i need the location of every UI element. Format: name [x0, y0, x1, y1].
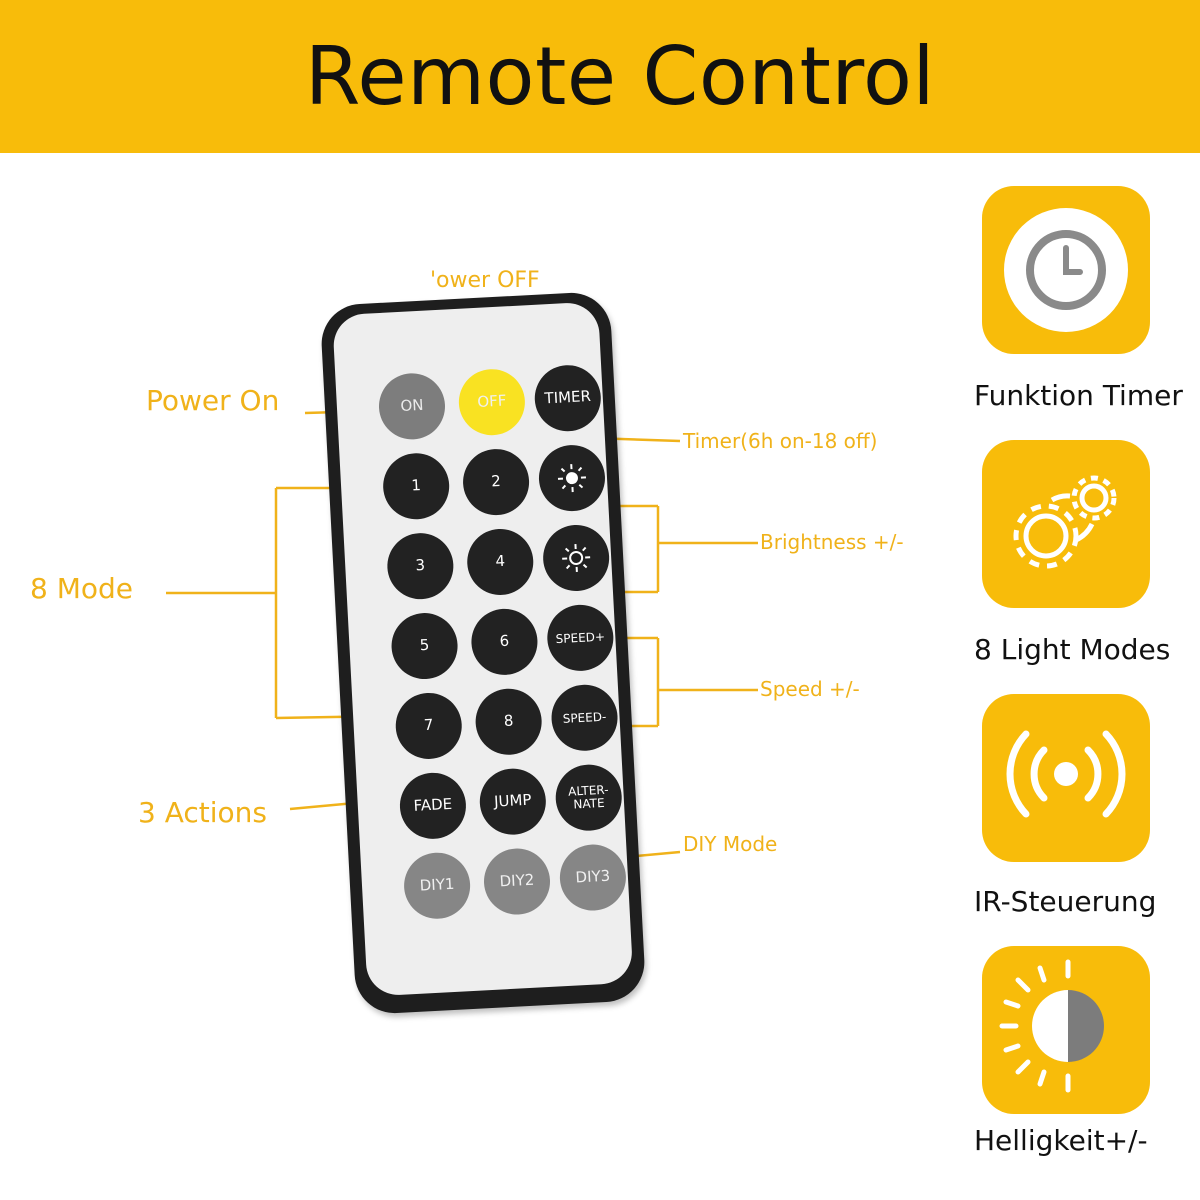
fade-button[interactable]: FADE — [398, 771, 468, 841]
mode-2-label: 2 — [490, 471, 502, 491]
mode-1-label: 1 — [410, 476, 422, 495]
ir-tile — [982, 694, 1150, 862]
remote-face: ON OFF TIMER 1 2 3 4 — [332, 301, 634, 997]
modes-tile-label: 8 Light Modes — [974, 633, 1171, 666]
on-label: ON — [399, 395, 424, 416]
mode-5-label: 5 — [419, 635, 430, 655]
speed-up-label: SPEED+ — [555, 629, 606, 646]
timer-tile — [982, 186, 1150, 354]
brightness-down-button[interactable] — [541, 523, 611, 593]
speed-down-button[interactable]: SPEED- — [549, 683, 620, 753]
mode-7-button[interactable]: 7 — [394, 691, 464, 761]
diy3-label: DIY3 — [575, 866, 611, 887]
modes-tile — [982, 440, 1150, 608]
page-title: Remote Control — [304, 30, 936, 123]
mode-callout: 8 Mode — [30, 572, 134, 605]
alternate-button[interactable]: ALTER- NATE — [554, 762, 624, 833]
mode-8-button[interactable]: 8 — [473, 687, 544, 757]
off-button[interactable]: OFF — [457, 367, 527, 437]
brightness-up-button[interactable] — [537, 443, 607, 513]
actions-callout: 3 Actions — [138, 796, 267, 829]
mode-1-button[interactable]: 1 — [381, 451, 451, 521]
speed-callout: Speed +/- — [760, 677, 860, 701]
diy2-label: DIY2 — [499, 870, 535, 891]
sun-half-icon — [999, 959, 1104, 1093]
power-off-callout: 'ower OFF — [430, 268, 540, 293]
mode-3-button[interactable]: 3 — [385, 531, 456, 601]
signal-waves-icon — [1006, 730, 1126, 818]
diy1-label: DIY1 — [419, 874, 455, 895]
jump-button[interactable]: JUMP — [478, 766, 548, 837]
diy2-button[interactable]: DIY2 — [482, 846, 552, 917]
mode-4-label: 4 — [494, 551, 506, 571]
alternate-label-line2: NATE — [573, 795, 605, 812]
mode-6-button[interactable]: 6 — [469, 607, 540, 677]
timer-callout: Timer(6h on-18 off) — [683, 429, 878, 453]
on-button[interactable]: ON — [377, 371, 447, 442]
diy1-button[interactable]: DIY1 — [402, 851, 472, 921]
brightness-callout: Brightness +/- — [760, 530, 904, 554]
mode-5-button[interactable]: 5 — [389, 611, 460, 681]
diy-callout: DIY Mode — [683, 832, 778, 856]
brightness-up-icon — [557, 464, 587, 493]
power-on-callout: Power On — [146, 384, 280, 417]
speed-up-button[interactable]: SPEED+ — [545, 603, 616, 673]
remote-control: ON OFF TIMER 1 2 3 4 — [319, 290, 647, 1016]
mode-3-label: 3 — [415, 556, 426, 575]
jump-label: JUMP — [493, 790, 532, 811]
mode-7-label: 7 — [423, 715, 434, 735]
timer-label: TIMER — [544, 387, 592, 408]
diy3-button[interactable]: DIY3 — [558, 842, 628, 913]
ir-tile-label: IR-Steuerung — [974, 885, 1157, 918]
timer-tile-label: Funktion Timer — [974, 379, 1183, 412]
off-label: OFF — [476, 391, 507, 412]
speed-down-label: SPEED- — [562, 709, 607, 726]
mode-8-label: 8 — [503, 711, 514, 731]
gears-icon — [1013, 475, 1117, 569]
brightness-down-icon — [562, 543, 591, 573]
mode-4-button[interactable]: 4 — [465, 527, 535, 597]
clock-icon — [1004, 208, 1128, 332]
brightness-tile-label: Helligkeit+/- — [974, 1124, 1148, 1157]
mode-2-button[interactable]: 2 — [461, 447, 531, 517]
fade-label: FADE — [413, 794, 453, 815]
mode-6-label: 6 — [499, 631, 510, 651]
title-banner: Remote Control — [0, 0, 1200, 153]
brightness-tile — [982, 946, 1150, 1114]
timer-button[interactable]: TIMER — [533, 363, 603, 433]
